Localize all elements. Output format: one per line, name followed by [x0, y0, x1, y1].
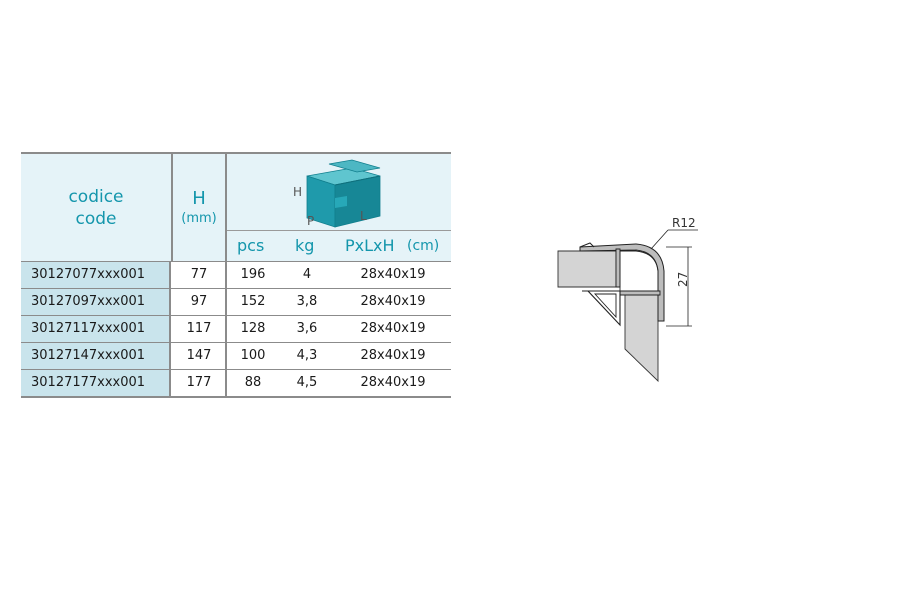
table-row: 30127147xxx001 147 100 4,3 28x40x19: [21, 343, 451, 370]
header-dims-unit: (cm): [407, 238, 440, 254]
cell-code: 30127177xxx001: [21, 370, 171, 396]
cell-dims: 28x40x19: [360, 375, 426, 390]
cell-kg: 4,5: [296, 375, 318, 390]
carton-box-icon: [306, 159, 381, 228]
box-label-l: L: [360, 209, 367, 223]
cell-h: 77: [173, 262, 227, 288]
cell-kg: 3,6: [296, 321, 318, 336]
cell-code: 30127147xxx001: [21, 343, 171, 369]
header-code-it: codice: [68, 186, 124, 207]
cell-h: 177: [173, 370, 227, 396]
header-packaging-subrow: pcs kg PxLxH (cm): [227, 230, 451, 262]
horizontal-panel: [557, 250, 617, 288]
cell-kg: 3,8: [296, 294, 318, 309]
product-table: codice code H (mm) H P L: [21, 152, 451, 398]
cell-pcs: 196: [240, 267, 266, 282]
box-label-p: P: [307, 214, 315, 228]
cell-h: 147: [173, 343, 227, 369]
table-row: 30127117xxx001 117 128 3,6 28x40x19: [21, 316, 451, 343]
cell-kg: 4: [302, 267, 312, 282]
cell-kg: 4,3: [296, 348, 318, 363]
header-height: H (mm): [173, 154, 227, 261]
cell-pcs: 152: [240, 294, 266, 309]
cell-pcs: 100: [240, 348, 266, 363]
cell-dims: 28x40x19: [360, 321, 426, 336]
header-kg: kg: [295, 236, 315, 255]
cell-code: 30127077xxx001: [21, 262, 171, 288]
table-row: 30127177xxx001 177 88 4,5 28x40x19: [21, 370, 451, 396]
box-label-h: H: [293, 185, 303, 199]
cell-h: 97: [173, 289, 227, 315]
header-code-en: code: [75, 208, 117, 229]
header-dims: PxLxH: [345, 236, 395, 255]
vertical-panel: [624, 292, 659, 383]
table-row: 30127077xxx001 77 196 4 28x40x19: [21, 262, 451, 289]
box-diagram: H P L: [227, 154, 451, 230]
header-h-unit: (mm): [181, 210, 217, 226]
radius-label: R12: [672, 216, 696, 230]
cell-pcs: 128: [240, 321, 266, 336]
cell-code: 30127117xxx001: [21, 316, 171, 342]
corner-profile-drawing: R12 27: [557, 216, 698, 383]
cell-h: 117: [173, 316, 227, 342]
height-label: 27: [676, 272, 690, 287]
header-pcs: pcs: [237, 236, 265, 255]
cell-dims: 28x40x19: [360, 348, 426, 363]
cell-dims: 28x40x19: [360, 267, 426, 282]
header-code: codice code: [21, 154, 173, 261]
table-header: codice code H (mm) H P L: [21, 154, 451, 262]
table-row: 30127097xxx001 97 152 3,8 28x40x19: [21, 289, 451, 316]
cell-pcs: 88: [244, 375, 262, 390]
header-packaging: H P L pcs kg PxLxH (cm): [227, 154, 451, 261]
cell-dims: 28x40x19: [360, 294, 426, 309]
profile-outer-shell: [579, 243, 665, 322]
cell-code: 30127097xxx001: [21, 289, 171, 315]
header-h-label: H: [192, 187, 206, 209]
